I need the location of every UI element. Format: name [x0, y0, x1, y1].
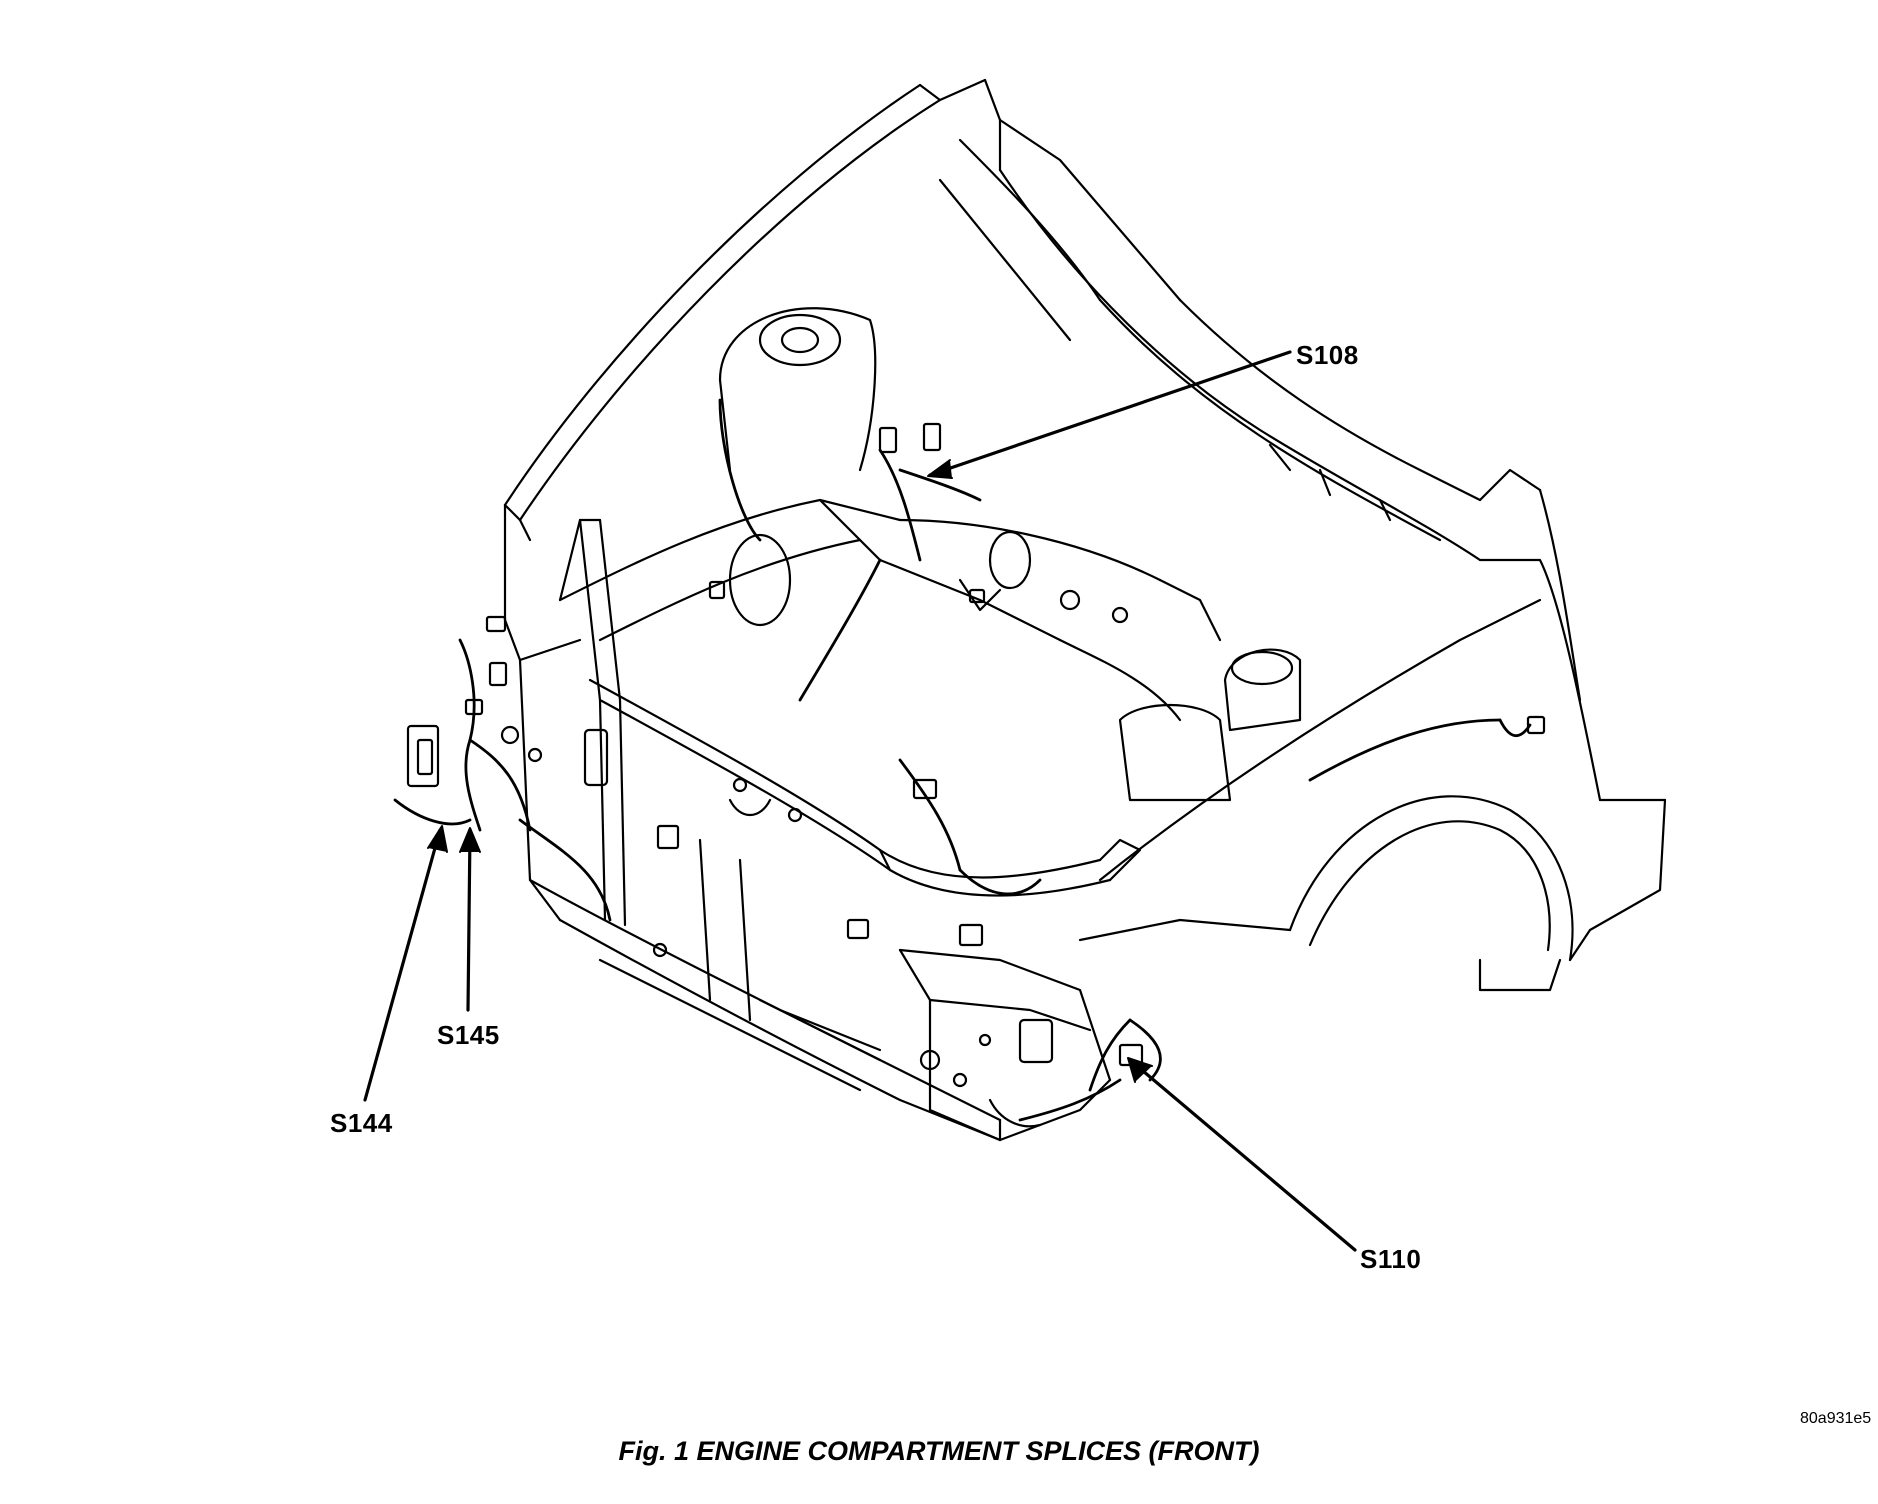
callout-s144: S144 [330, 1108, 393, 1138]
inner-apron [560, 500, 1220, 720]
connectors [408, 424, 1544, 1065]
callout-s108: S108 [1296, 340, 1359, 370]
right-reservoir [1120, 650, 1300, 800]
lower-front-panel [530, 840, 1000, 1140]
left-fender [505, 80, 1180, 540]
callout-s145: S145 [437, 1020, 500, 1050]
figure-reference-code: 80a931e5 [1800, 1410, 1872, 1427]
figure-caption: Fig. 1 ENGINE COMPARTMENT SPLICES (FRONT… [618, 1436, 1260, 1466]
leader-lines [365, 352, 1355, 1250]
right-lower-support [900, 950, 1110, 1140]
cowl-panel [1000, 170, 1540, 560]
left-shock-tower [720, 308, 875, 470]
upper-crossmember [590, 680, 1140, 896]
left-side-support [502, 505, 625, 925]
wiring-harness [395, 400, 1530, 1120]
callout-s110: S110 [1360, 1244, 1422, 1274]
right-fender [1080, 490, 1665, 990]
